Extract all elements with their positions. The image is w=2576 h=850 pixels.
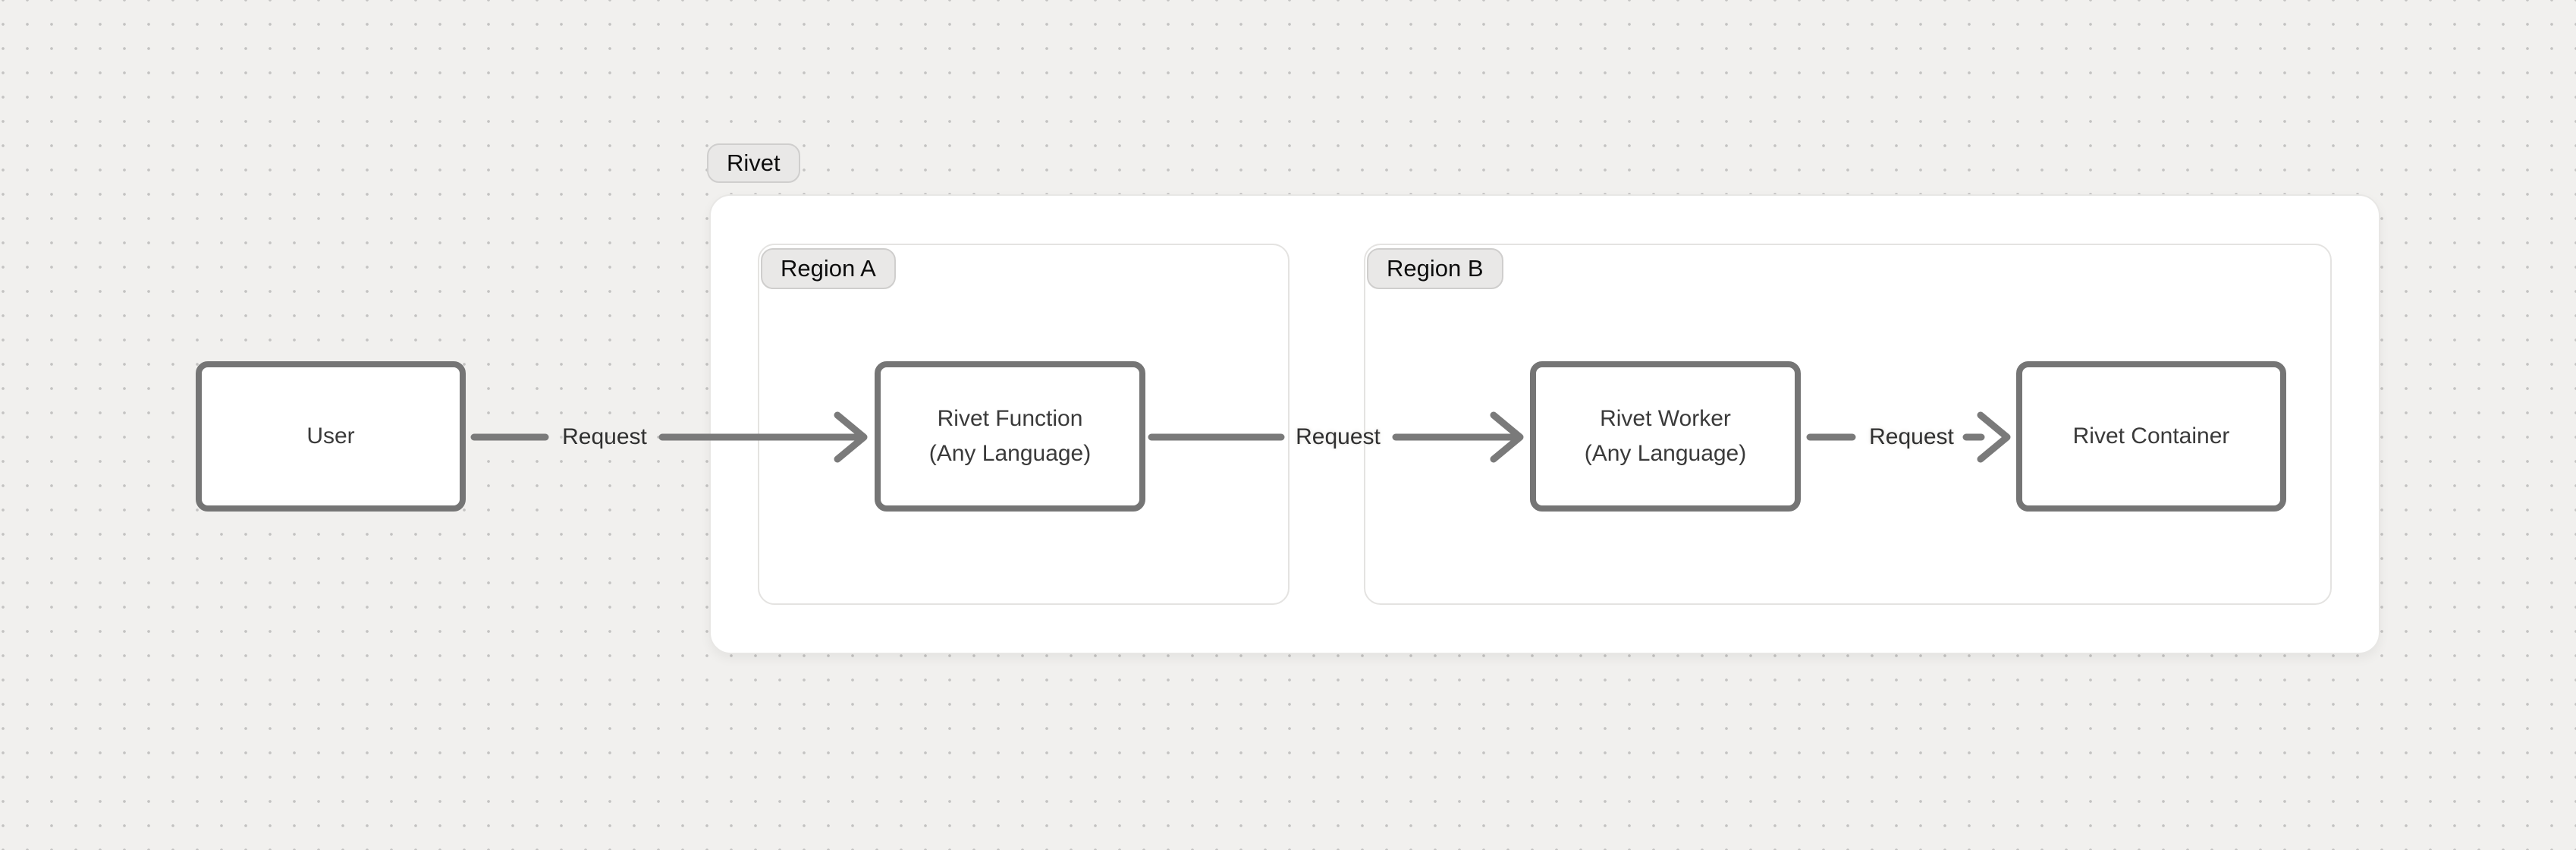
- node-user: User: [196, 361, 466, 512]
- node-rivet-worker-label: Rivet Worker: [1600, 406, 1731, 431]
- node-rivet-worker-sublabel: (Any Language): [1584, 441, 1747, 466]
- region-a-label: Region A: [761, 248, 896, 289]
- node-user-label: User: [306, 423, 355, 449]
- node-rivet-container-label: Rivet Container: [2072, 423, 2230, 449]
- node-rivet-container: Rivet Container: [2016, 361, 2286, 512]
- node-rivet-worker: Rivet Worker (Any Language): [1530, 361, 1801, 512]
- edge-label-worker-to-container: Request: [1869, 424, 1954, 449]
- node-rivet-function-sublabel: (Any Language): [928, 441, 1092, 466]
- rivet-group-label: Rivet: [707, 143, 800, 183]
- node-rivet-function: Rivet Function (Any Language): [875, 361, 1145, 512]
- region-b-label: Region B: [1367, 248, 1503, 289]
- edge-label-user-to-function: Request: [562, 424, 647, 449]
- edge-label-function-to-worker: Request: [1296, 424, 1381, 449]
- node-rivet-function-label: Rivet Function: [937, 406, 1083, 431]
